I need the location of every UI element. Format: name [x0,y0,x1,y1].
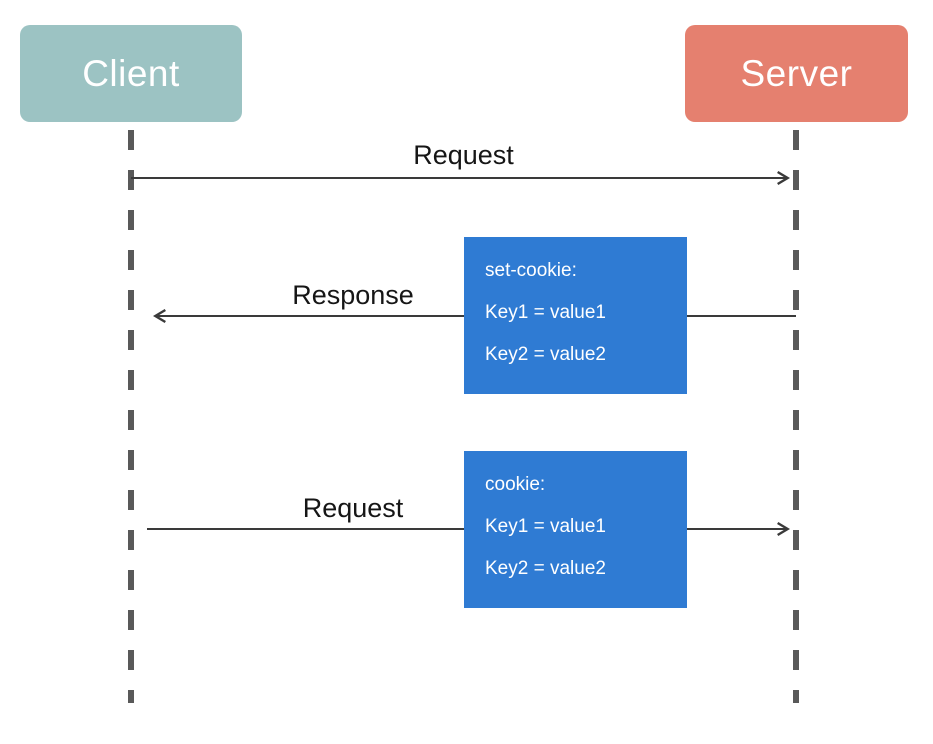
note-line: cookie: [485,474,546,495]
actor-client: Client [20,25,242,122]
actor-server-label: Server [740,52,853,94]
set-cookie-note: set-cookie: Key1 = value1 Key2 = value2 [464,237,687,394]
message-label-request-1: Request [413,140,514,170]
note-line: Key2 = value2 [485,344,606,365]
note-line: Key1 = value1 [485,302,606,323]
message-label-response: Response [292,280,414,310]
actor-server: Server [685,25,908,122]
note-line: Key2 = value2 [485,558,606,579]
actor-client-label: Client [82,52,180,94]
message-label-request-2: Request [302,493,404,523]
note-line: set-cookie: [485,260,577,281]
cookie-note: cookie: Key1 = value1 Key2 = value2 [464,451,687,608]
note-line: Key1 = value1 [485,516,606,537]
